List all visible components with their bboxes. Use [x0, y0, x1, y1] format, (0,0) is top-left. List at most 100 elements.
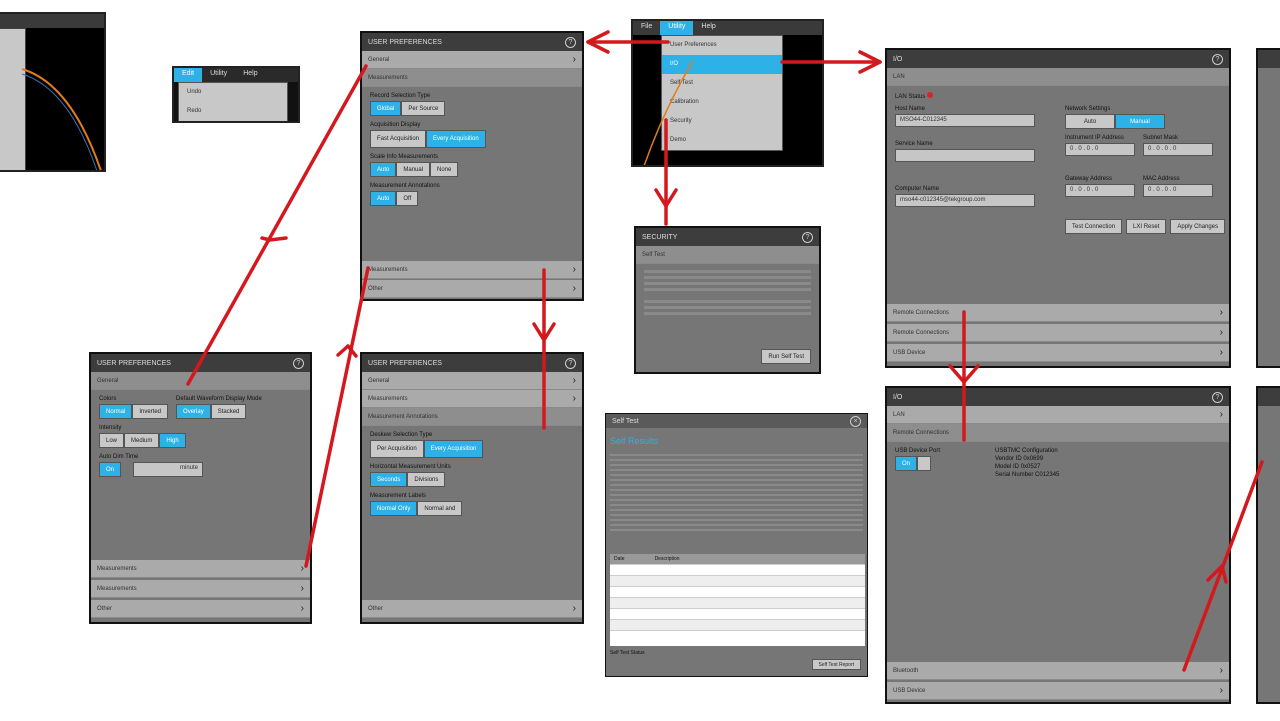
btn-dim-on[interactable]: On [99, 462, 122, 477]
btn-medium[interactable]: Medium [124, 433, 160, 448]
menu-utility[interactable]: Utility [660, 21, 694, 35]
gateway-field[interactable]: 0 . 0 . 0 . 0 [1065, 184, 1135, 197]
btn-normal-only[interactable]: Normal Only [370, 501, 418, 516]
section-general[interactable]: General› [362, 51, 582, 69]
section-general[interactable]: General [91, 372, 310, 390]
btn-low[interactable]: Low [99, 433, 125, 448]
chevron-right-icon: › [300, 583, 304, 594]
chevron-right-icon: › [572, 264, 576, 275]
menu-item-demo[interactable]: Demo [670, 137, 687, 143]
section-self-test: Self Test [636, 246, 819, 264]
btn-every-acq[interactable]: Every Acquisition [423, 440, 484, 458]
table-row [610, 598, 865, 609]
self-test-report-button[interactable]: Self Test Report [811, 659, 861, 670]
user-preferences-panel: USER PREFERENCES? General› Measurements … [360, 31, 584, 301]
help-icon[interactable]: ? [293, 357, 304, 369]
close-icon[interactable]: × [850, 415, 861, 427]
section-bluetooth[interactable]: Bluetooth› [887, 662, 1229, 680]
btn-per-acq[interactable]: Per Acquisition [370, 440, 424, 458]
section-remote-2[interactable]: Remote Connections› [887, 324, 1229, 342]
menu-item-io[interactable]: I/O [662, 55, 782, 74]
label-network-settings: Network Settings [1065, 106, 1111, 112]
menu-item-undo[interactable]: Undo [187, 89, 202, 95]
menu-item-user-preferences[interactable]: User Preferences [670, 42, 717, 48]
btn-global[interactable]: Global [370, 101, 402, 116]
btn-none[interactable]: None [430, 162, 459, 177]
host-name-field[interactable]: MSO44-C012345 [895, 114, 1035, 127]
menu-item-redo[interactable]: Redo [187, 108, 202, 114]
section-general[interactable]: General› [362, 372, 582, 390]
btn-auto[interactable]: Auto [1065, 114, 1115, 129]
section-lan[interactable]: LAN› [887, 406, 1229, 424]
btn-manual[interactable]: Manual [396, 162, 431, 177]
btn-normal-and[interactable]: Normal and [417, 501, 463, 516]
section-other-2[interactable]: Other› [362, 280, 582, 298]
menu-utility[interactable]: Utility [210, 70, 228, 77]
btn-every-acq[interactable]: Every Acquisition [426, 130, 486, 148]
label-model-id: Model ID 0x0527 [995, 464, 1041, 470]
menu-item-self-test[interactable]: Self Test [670, 80, 693, 86]
btn-per-source[interactable]: Per Source [401, 101, 446, 116]
run-self-test-button[interactable]: Run Self Test [761, 349, 811, 364]
section-remote: Remote Connections [887, 424, 1229, 442]
panel-title: USER PREFERENCES [368, 38, 442, 46]
test-connection-button[interactable]: Test Connection [1065, 219, 1123, 234]
arrow-from-display [304, 266, 370, 568]
btn-annot-auto[interactable]: Auto [370, 191, 397, 206]
btn-usb-off[interactable] [917, 456, 931, 471]
mac-field[interactable]: 0 . 0 . 0 . 0 [1143, 184, 1213, 197]
io-lan-panel: I/O? LAN LAN Status Host Name MSO44-C012… [885, 48, 1231, 368]
btn-auto[interactable]: Auto [370, 162, 397, 177]
section-meas-annotations[interactable]: Measurement Annotations [362, 408, 582, 426]
menu-file[interactable]: File [641, 23, 653, 30]
menu-item-security[interactable]: Security [670, 118, 692, 124]
ip-field[interactable]: 0 . 0 . 0 . 0 [1065, 143, 1135, 156]
panel-title: SECURITY [642, 233, 678, 241]
chevron-right-icon: › [572, 375, 576, 386]
chevron-right-icon: › [572, 54, 576, 65]
btn-seconds[interactable]: Seconds [370, 472, 408, 487]
help-icon[interactable]: ? [565, 36, 576, 48]
btn-inverted[interactable]: Inverted [132, 404, 169, 419]
section-measurements[interactable]: Measurements› [91, 560, 310, 578]
btn-high[interactable]: High [159, 433, 186, 448]
menu-edit[interactable]: Edit [174, 68, 203, 82]
chevron-right-icon: › [1219, 327, 1223, 338]
section-usb-device[interactable]: USB Device› [887, 344, 1229, 362]
btn-fast-acq[interactable]: Fast Acquisition [370, 130, 427, 148]
btn-usb-on[interactable]: On [895, 456, 917, 471]
btn-manual[interactable]: Manual [1115, 114, 1165, 129]
section-measurements[interactable]: Measurements [362, 69, 582, 87]
dim-time-field[interactable]: minute [133, 462, 204, 477]
help-icon[interactable]: ? [1212, 391, 1223, 403]
menu-item-calibration[interactable]: Calibration [670, 99, 699, 105]
btn-normal[interactable]: Normal [99, 404, 133, 419]
computer-name-field[interactable]: mso44-c012345@tekgroup.com [895, 194, 1035, 207]
table-row [610, 587, 865, 598]
help-icon[interactable]: ? [802, 231, 813, 243]
btn-annot-off[interactable]: Off [396, 191, 419, 206]
label-scale-info: Scale Info Measurements [370, 154, 439, 160]
lxi-reset-button[interactable]: LXI Reset [1126, 219, 1167, 234]
btn-divisions[interactable]: Divisions [407, 472, 446, 487]
btn-overlay[interactable]: Overlay [176, 404, 211, 419]
section-measurements[interactable]: Measurements› [362, 390, 582, 408]
help-icon[interactable]: ? [1212, 53, 1223, 65]
apply-changes-button[interactable]: Apply Changes [1170, 219, 1226, 234]
table-row [610, 565, 865, 576]
help-icon[interactable]: ? [565, 357, 576, 369]
section-other[interactable]: Measurements› [362, 261, 582, 279]
menu-help[interactable]: Help [701, 23, 716, 30]
subnet-field[interactable]: 0 . 0 . 0 . 0 [1143, 143, 1213, 156]
section-measurements-2[interactable]: Measurements› [91, 580, 310, 598]
service-name-field[interactable] [895, 149, 1035, 162]
btn-stacked[interactable]: Stacked [210, 404, 247, 419]
section-other[interactable]: Other› [362, 600, 582, 618]
section-remote[interactable]: Remote Connections› [887, 304, 1229, 322]
panel-title: USER PREFERENCES [97, 359, 171, 367]
section-usb-device[interactable]: USB Device› [887, 682, 1229, 700]
section-other[interactable]: Other› [91, 600, 310, 618]
menu-help[interactable]: Help [243, 70, 258, 77]
